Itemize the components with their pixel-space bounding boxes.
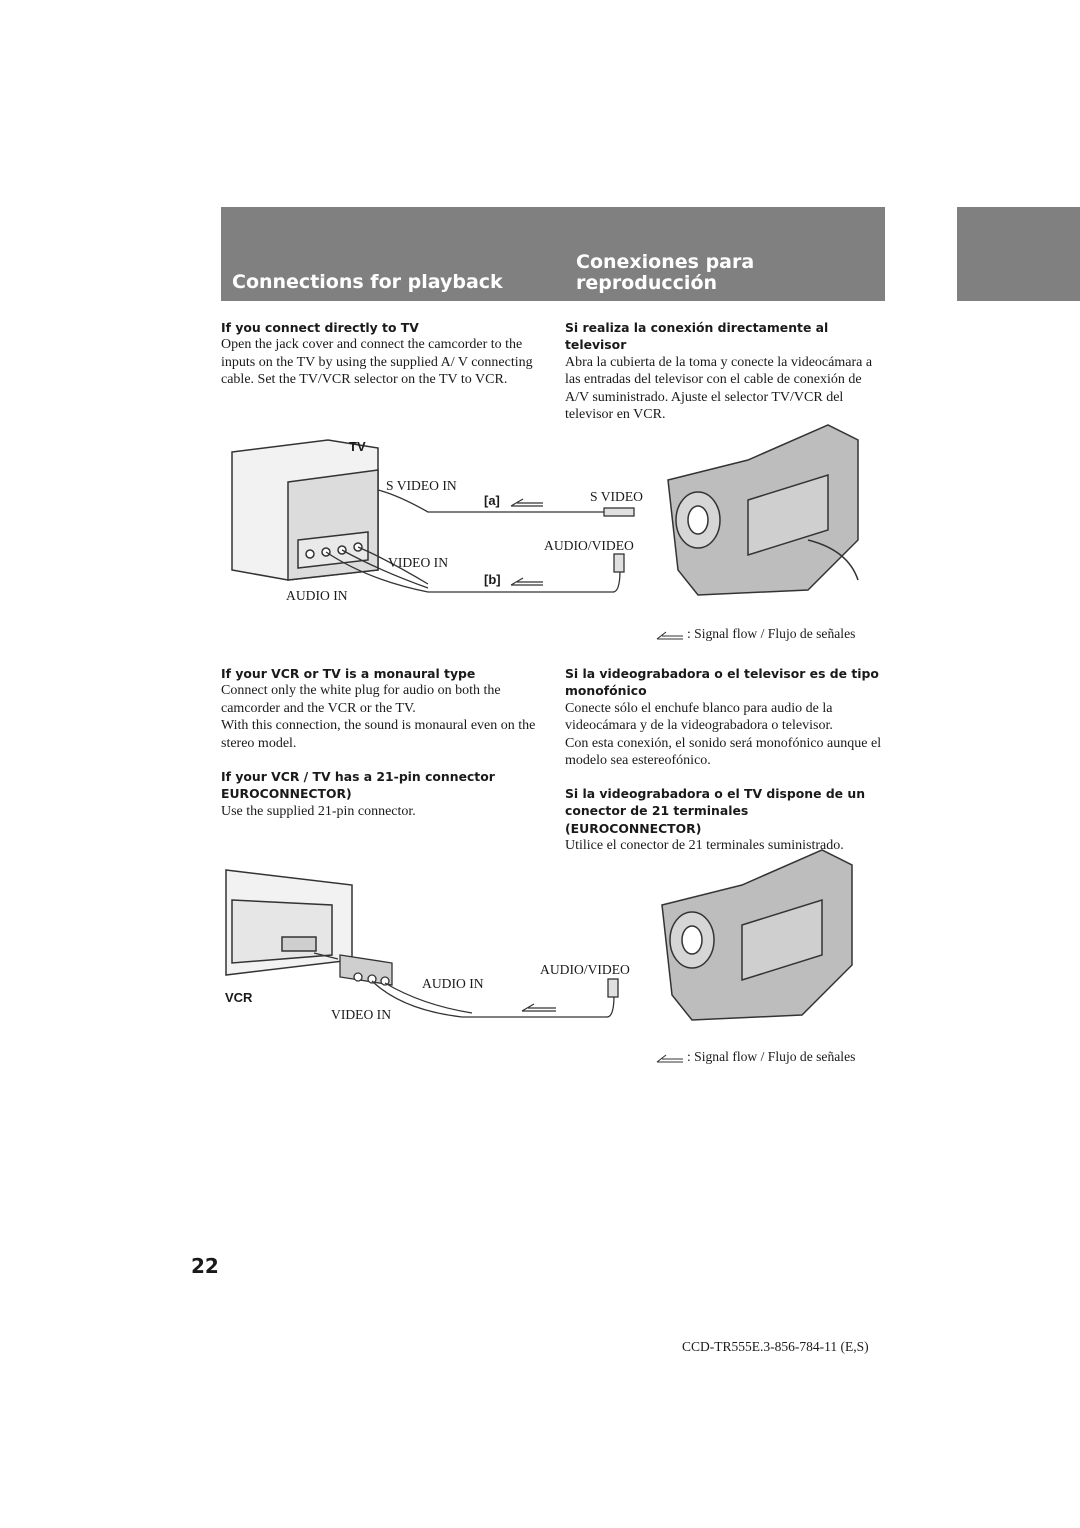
section-body: Open the jack cover and connect the camc…	[221, 337, 533, 388]
legend-text: : Signal flow / Flujo de señales	[687, 1049, 856, 1064]
scart-adapter	[313, 952, 393, 986]
signal-flow-icon	[656, 631, 683, 640]
direct-tv-es-section: Si realiza la conexión directamente al t…	[565, 319, 887, 423]
euroconnector-en-section: If your VCR / TV has a 21-pin connector …	[221, 768, 543, 820]
vcr-illustration	[225, 869, 353, 976]
tv-label: TV	[349, 439, 366, 454]
section-heading: If you connect directly to TV	[221, 320, 419, 335]
section-heading: If your VCR / TV has a 21-pin connector	[221, 769, 495, 784]
section-body: Utilice el conector de 21 terminales sum…	[565, 838, 844, 854]
vcr-label: VCR	[225, 990, 253, 1005]
audio-video-label: AUDIO/VIDEO	[540, 962, 630, 977]
plug-connectors	[607, 978, 619, 998]
connection-a-label: [a]	[484, 493, 500, 508]
connection-b-label: [b]	[484, 572, 501, 587]
legend-text: : Signal flow / Flujo de señales	[687, 626, 856, 641]
signal-flow-arrow-a	[510, 498, 543, 507]
direct-tv-en-section: If you connect directly to TV Open the j…	[221, 319, 543, 389]
plug-connectors	[603, 507, 635, 573]
audio-in-label: AUDIO IN	[422, 976, 484, 991]
video-in-label: VIDEO IN	[331, 1007, 392, 1022]
camcorder-illustration	[667, 424, 859, 596]
section-heading: EUROCONNECTOR)	[221, 786, 352, 802]
audio-video-label: AUDIO/VIDEO	[544, 538, 634, 553]
tv-connection-diagram	[231, 424, 859, 596]
section-header-band	[221, 207, 885, 301]
section-body: Con esta conexión, el sonido será monofó…	[565, 735, 882, 769]
section-heading: Si la videograbadora o el televisor es d…	[565, 666, 879, 699]
signal-flow-legend: : Signal flow / Flujo de señales	[656, 626, 855, 642]
section-body: Connect only the white plug for audio on…	[221, 683, 501, 716]
signal-flow-arrow-b	[510, 577, 543, 586]
vcr-connection-diagram	[225, 849, 853, 1021]
title-spanish: Conexiones para reproducción	[576, 252, 754, 294]
section-body: Use the supplied 21-pin connector.	[221, 803, 416, 819]
page-number: 22	[191, 1254, 219, 1278]
audio-in-label: AUDIO IN	[286, 588, 348, 603]
document-code: CCD-TR555E.3-856-784-11 (E,S)	[682, 1339, 869, 1354]
monaural-es-section: Si la videograbadora o el televisor es d…	[565, 665, 887, 769]
s-video-in-label: S VIDEO IN	[386, 478, 457, 493]
tv-illustration	[231, 439, 379, 581]
monaural-en-section: If your VCR or TV is a monaural type Con…	[221, 665, 543, 752]
section-heading: Si realiza la conexión directamente al t…	[565, 320, 829, 353]
section-body: Abra la cubierta de la toma y conecte la…	[565, 354, 873, 423]
section-heading: Si la videograbadora o el TV dispone de …	[565, 786, 866, 836]
camcorder-illustration	[661, 849, 853, 1021]
euroconnector-es-section: Si la videograbadora o el TV dispone de …	[565, 785, 887, 855]
s-video-label: S VIDEO	[590, 489, 643, 504]
title-spanish-line1: Conexiones para	[576, 251, 755, 273]
section-heading: If your VCR or TV is a monaural type	[221, 666, 476, 681]
title-spanish-line2: reproducción	[576, 272, 718, 294]
title-english: Connections for playback	[232, 271, 503, 293]
video-in-label: VIDEO IN	[388, 555, 449, 570]
signal-flow-arrow	[521, 1003, 556, 1012]
section-body: Conecte sólo el enchufe blanco para audi…	[565, 700, 833, 734]
signal-flow-icon	[656, 1054, 683, 1063]
cable-lines	[371, 980, 615, 1018]
signal-flow-legend: : Signal flow / Flujo de señales	[656, 1049, 855, 1065]
side-tab-band	[957, 207, 1080, 301]
section-body: With this connection, the sound is monau…	[221, 718, 536, 751]
